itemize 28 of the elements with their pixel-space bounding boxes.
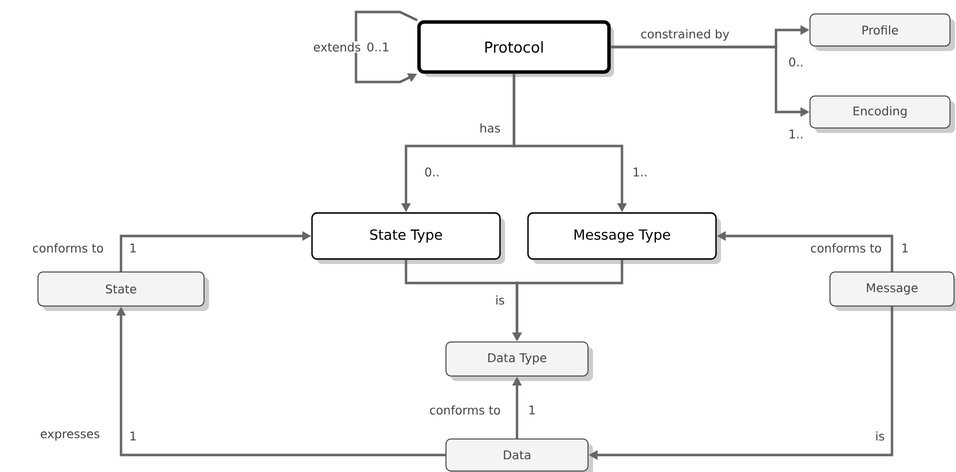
multiplicity-label: 1 [902, 244, 908, 252]
connector-arrow [354, 10, 418, 84]
edge-label: is [874, 430, 886, 442]
multiplicity-label: 0..1 [367, 42, 388, 52]
edge-label: has [478, 122, 502, 134]
multiplicity-label: 1 [130, 244, 136, 252]
edge-label: extends [312, 41, 362, 53]
multiplicity-label: 0.. [425, 167, 438, 177]
class-box: State [38, 272, 209, 311]
edge-label: conforms to [31, 242, 105, 254]
multiplicity-label: 1 [130, 432, 136, 440]
edge-label: expresses [39, 430, 101, 442]
edge-label: is [494, 294, 506, 306]
multiplicity-label: 1.. [790, 130, 802, 138]
class-box: Message Type [527, 212, 721, 264]
multiplicity-label: 0.. [789, 57, 802, 67]
class-box: State Type [311, 212, 505, 264]
class-box: Data Type [446, 342, 593, 381]
edge-label: constrained by [640, 28, 730, 42]
edge-label: conforms to [809, 242, 883, 254]
multiplicity-label: 1 [530, 406, 535, 414]
multiplicity-label: 1.. [634, 168, 646, 176]
edge-label: conforms to [428, 404, 502, 416]
class-box: Profile [810, 14, 955, 51]
class-box: Data [446, 438, 593, 472]
class-box: Message [830, 272, 956, 311]
protocol-box: Protocol [417, 20, 614, 77]
class-box: Encoding [810, 96, 955, 133]
